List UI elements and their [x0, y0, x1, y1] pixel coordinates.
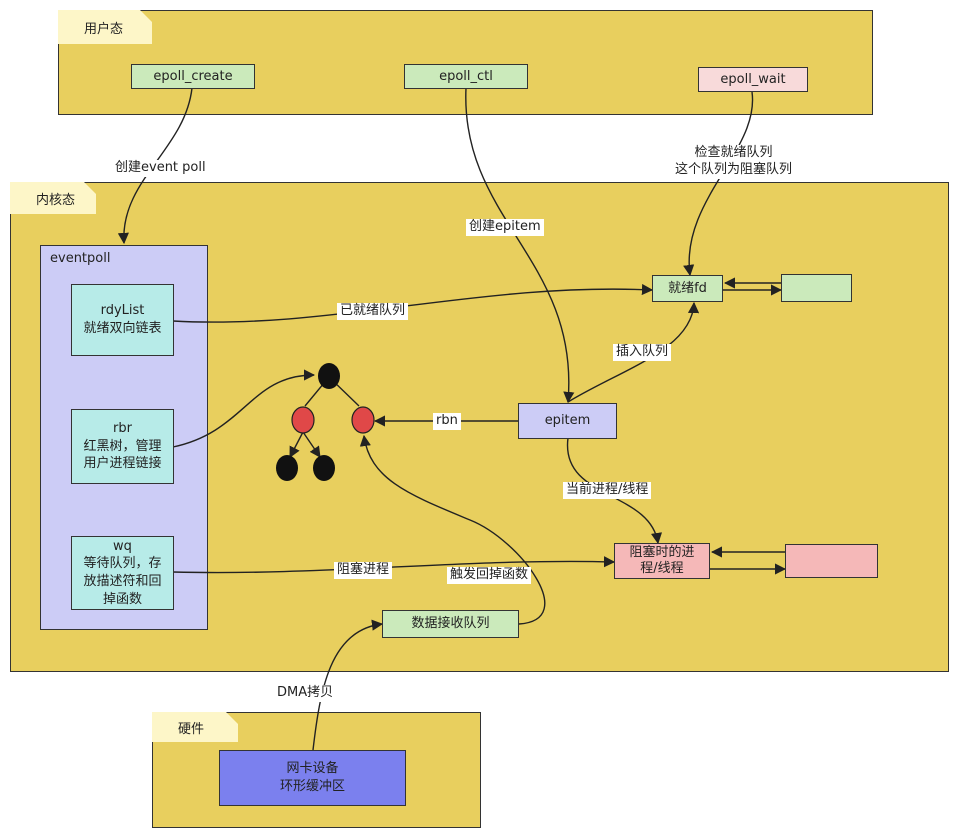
label-ready-queue: 已就绪队列	[337, 303, 409, 320]
label-check-ready: 检查就绪队列 这个队列为阻塞队列	[672, 145, 796, 179]
epoll-wait-node: epoll_wait	[698, 67, 808, 92]
label-current-proc: 当前进程/线程	[563, 482, 652, 499]
label-trigger-callback: 触发回掉函数	[447, 567, 532, 584]
edge-trigger-callback	[359, 434, 546, 625]
user-space-tag: 用户态	[58, 10, 152, 44]
kernel-tag: 内核态	[10, 182, 96, 214]
edge-block-proc	[172, 556, 616, 574]
label-dma-copy: DMA拷贝	[274, 685, 337, 702]
label-insert-queue: 插入队列	[613, 344, 672, 361]
edge-check-ready	[683, 91, 754, 277]
tree-edge-3	[289, 431, 304, 458]
label-create-event-poll: 创建event poll	[112, 160, 209, 177]
edge-ready-queue	[172, 283, 654, 323]
edge-create-epitem	[465, 87, 575, 404]
blocked-process-node: 阻塞时的进 程/线程	[614, 543, 710, 579]
rdylist-field: rdyList 就绪双向链表	[71, 284, 174, 356]
rbr-field: rbr 红黑树，管理 用户进程链接	[71, 409, 174, 484]
wq-field: wq 等待队列，存 放描述符和回 掉函数	[71, 536, 174, 610]
epoll-create-node: epoll_create	[131, 64, 255, 89]
nic-ring-buffer-node: 网卡设备 环形缓冲区	[219, 750, 406, 806]
user-space-label: 用户态	[84, 21, 124, 37]
tree-red-node-left	[291, 406, 315, 434]
hardware-tag: 硬件	[152, 712, 238, 742]
edge-rbr-to-tree	[172, 369, 316, 448]
hardware-label: 硬件	[178, 721, 205, 737]
tree-root-node	[318, 363, 340, 389]
tree-edge-4	[302, 431, 321, 458]
epoll-ctl-node: epoll_ctl	[404, 64, 528, 89]
label-block-proc: 阻塞进程	[334, 562, 393, 579]
kernel-label: 内核态	[36, 192, 76, 208]
tree-black-leaf-right	[313, 455, 335, 481]
data-receive-queue-node: 数据接收队列	[382, 610, 519, 638]
ready-fd-node: 就绪fd	[652, 275, 723, 302]
label-rbn: rbn	[433, 413, 461, 430]
ready-queue-box	[781, 274, 852, 302]
label-create-epitem: 创建epitem	[466, 219, 544, 236]
epitem-node: epitem	[518, 403, 617, 439]
eventpoll-title: eventpoll	[50, 251, 111, 266]
tree-red-node-right	[351, 406, 375, 434]
tree-black-leaf-left	[276, 455, 298, 481]
edge-dma-copy	[312, 619, 384, 751]
blocked-queue-box	[785, 544, 878, 578]
